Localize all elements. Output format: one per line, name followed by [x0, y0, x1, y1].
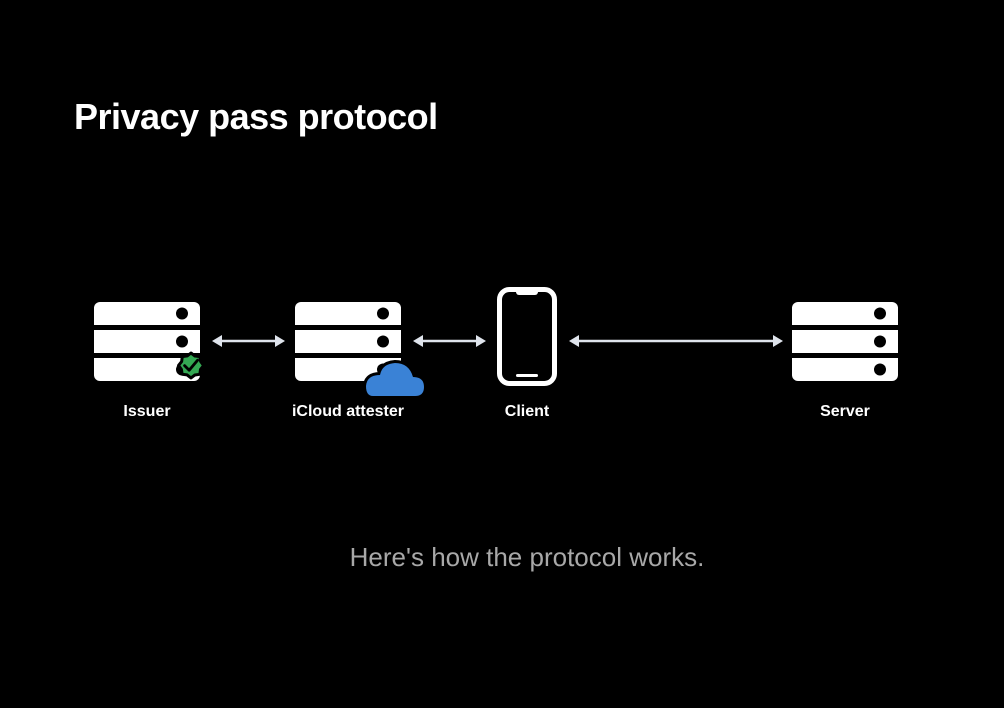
iphone-icon: [497, 287, 557, 386]
attester-label: iCloud attester: [291, 403, 404, 420]
slide-caption: Here's how the protocol works.: [349, 542, 705, 572]
issuer-label: Issuer: [123, 403, 171, 420]
client-server-arrow: [569, 335, 783, 347]
issuer-attester-arrow: [212, 335, 285, 347]
attester-client-arrow: [413, 335, 486, 347]
server-label: Server: [820, 403, 870, 420]
icloud-icon: [363, 360, 427, 399]
verified-badge-icon: [177, 351, 206, 380]
issuer-server-icon: [94, 302, 200, 381]
slide-title: Privacy pass protocol: [74, 96, 438, 137]
server-icon: [792, 302, 898, 381]
protocol-diagram: [94, 287, 898, 399]
client-label: Client: [504, 403, 550, 420]
